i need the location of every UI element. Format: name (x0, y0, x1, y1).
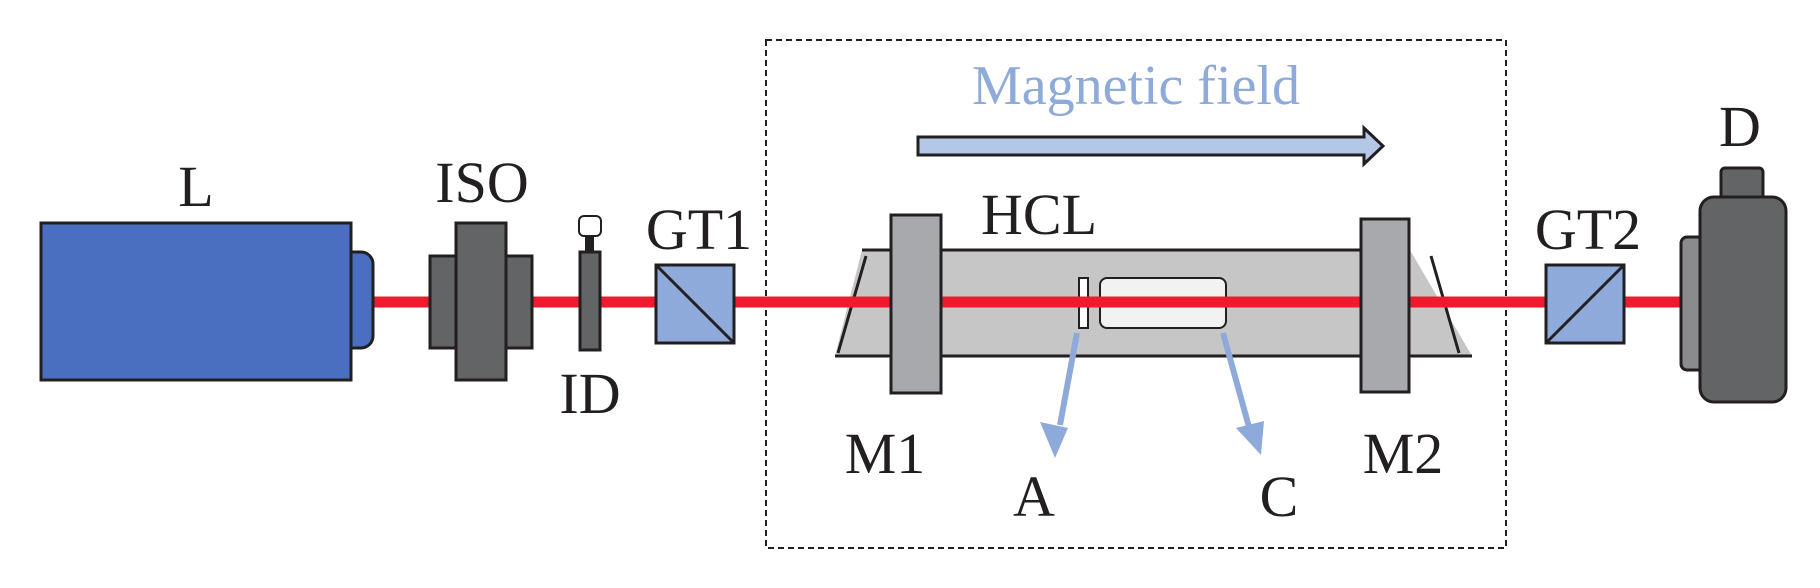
laser-label: L (178, 154, 213, 219)
mirror-m1-label: M1 (845, 421, 926, 486)
magnetic-field-label: Magnetic field (972, 55, 1300, 117)
isolator-label: ISO (435, 150, 528, 215)
isolator-body (454, 221, 508, 382)
detector-cap (1719, 166, 1765, 202)
cathode-arrow-shaft (1220, 332, 1252, 428)
gt2-diagonal (1544, 263, 1626, 345)
iris-body (578, 250, 602, 352)
iris-stem (585, 236, 594, 252)
laser-body (39, 221, 353, 382)
magnetic-field-arrow (916, 124, 1386, 168)
mirror-m1 (889, 213, 943, 395)
cathode-label: C (1260, 464, 1299, 529)
cathode-arrow-head (1236, 421, 1264, 455)
anode-arrow-shaft (1057, 332, 1080, 426)
anode-arrow-head (1040, 422, 1068, 458)
iris-label: ID (559, 361, 620, 426)
isolator-left-flange (428, 254, 458, 350)
mirror-m2-label: M2 (1363, 421, 1444, 486)
detector-body (1698, 195, 1788, 404)
gt1-diagonal (654, 263, 736, 345)
gt1-label: GT1 (646, 197, 752, 262)
detector-label: D (1719, 94, 1761, 159)
anode-label: A (1013, 464, 1055, 529)
mirror-m2 (1359, 217, 1411, 394)
iris-knob (578, 215, 602, 237)
magnet-enclosure (765, 39, 1507, 549)
isolator-right-flange (504, 254, 534, 350)
hcl-label: HCL (981, 182, 1097, 247)
gt2-label: GT2 (1535, 197, 1641, 262)
